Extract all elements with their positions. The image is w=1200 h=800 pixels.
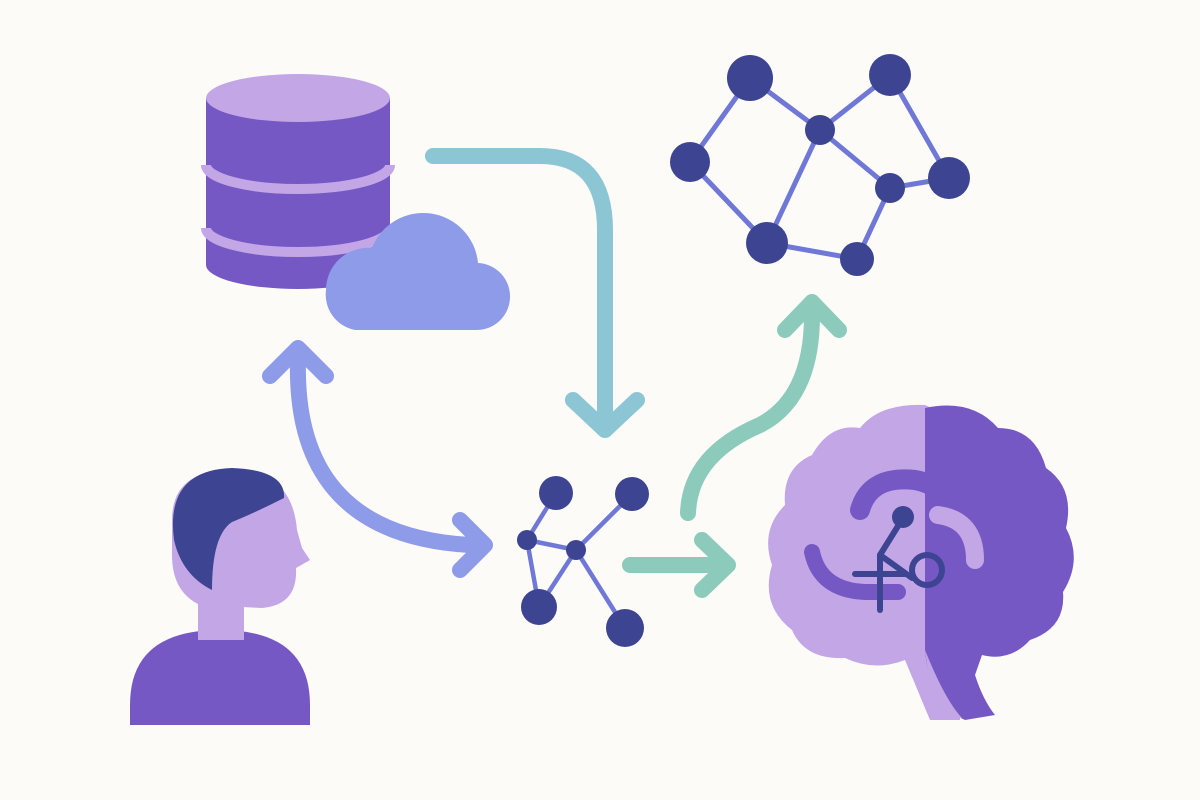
arrow-network-to-brain bbox=[622, 532, 736, 598]
arrow-user-database bbox=[262, 340, 493, 578]
arrow-database-to-network bbox=[425, 148, 645, 438]
network-icon bbox=[517, 476, 649, 647]
user-icon bbox=[130, 468, 310, 725]
cloud-icon bbox=[325, 213, 511, 331]
circuit-icon bbox=[852, 506, 945, 613]
arrow-network-to-graph bbox=[680, 294, 847, 521]
brain-icon bbox=[768, 404, 1074, 720]
network-graph-icon bbox=[670, 54, 970, 276]
